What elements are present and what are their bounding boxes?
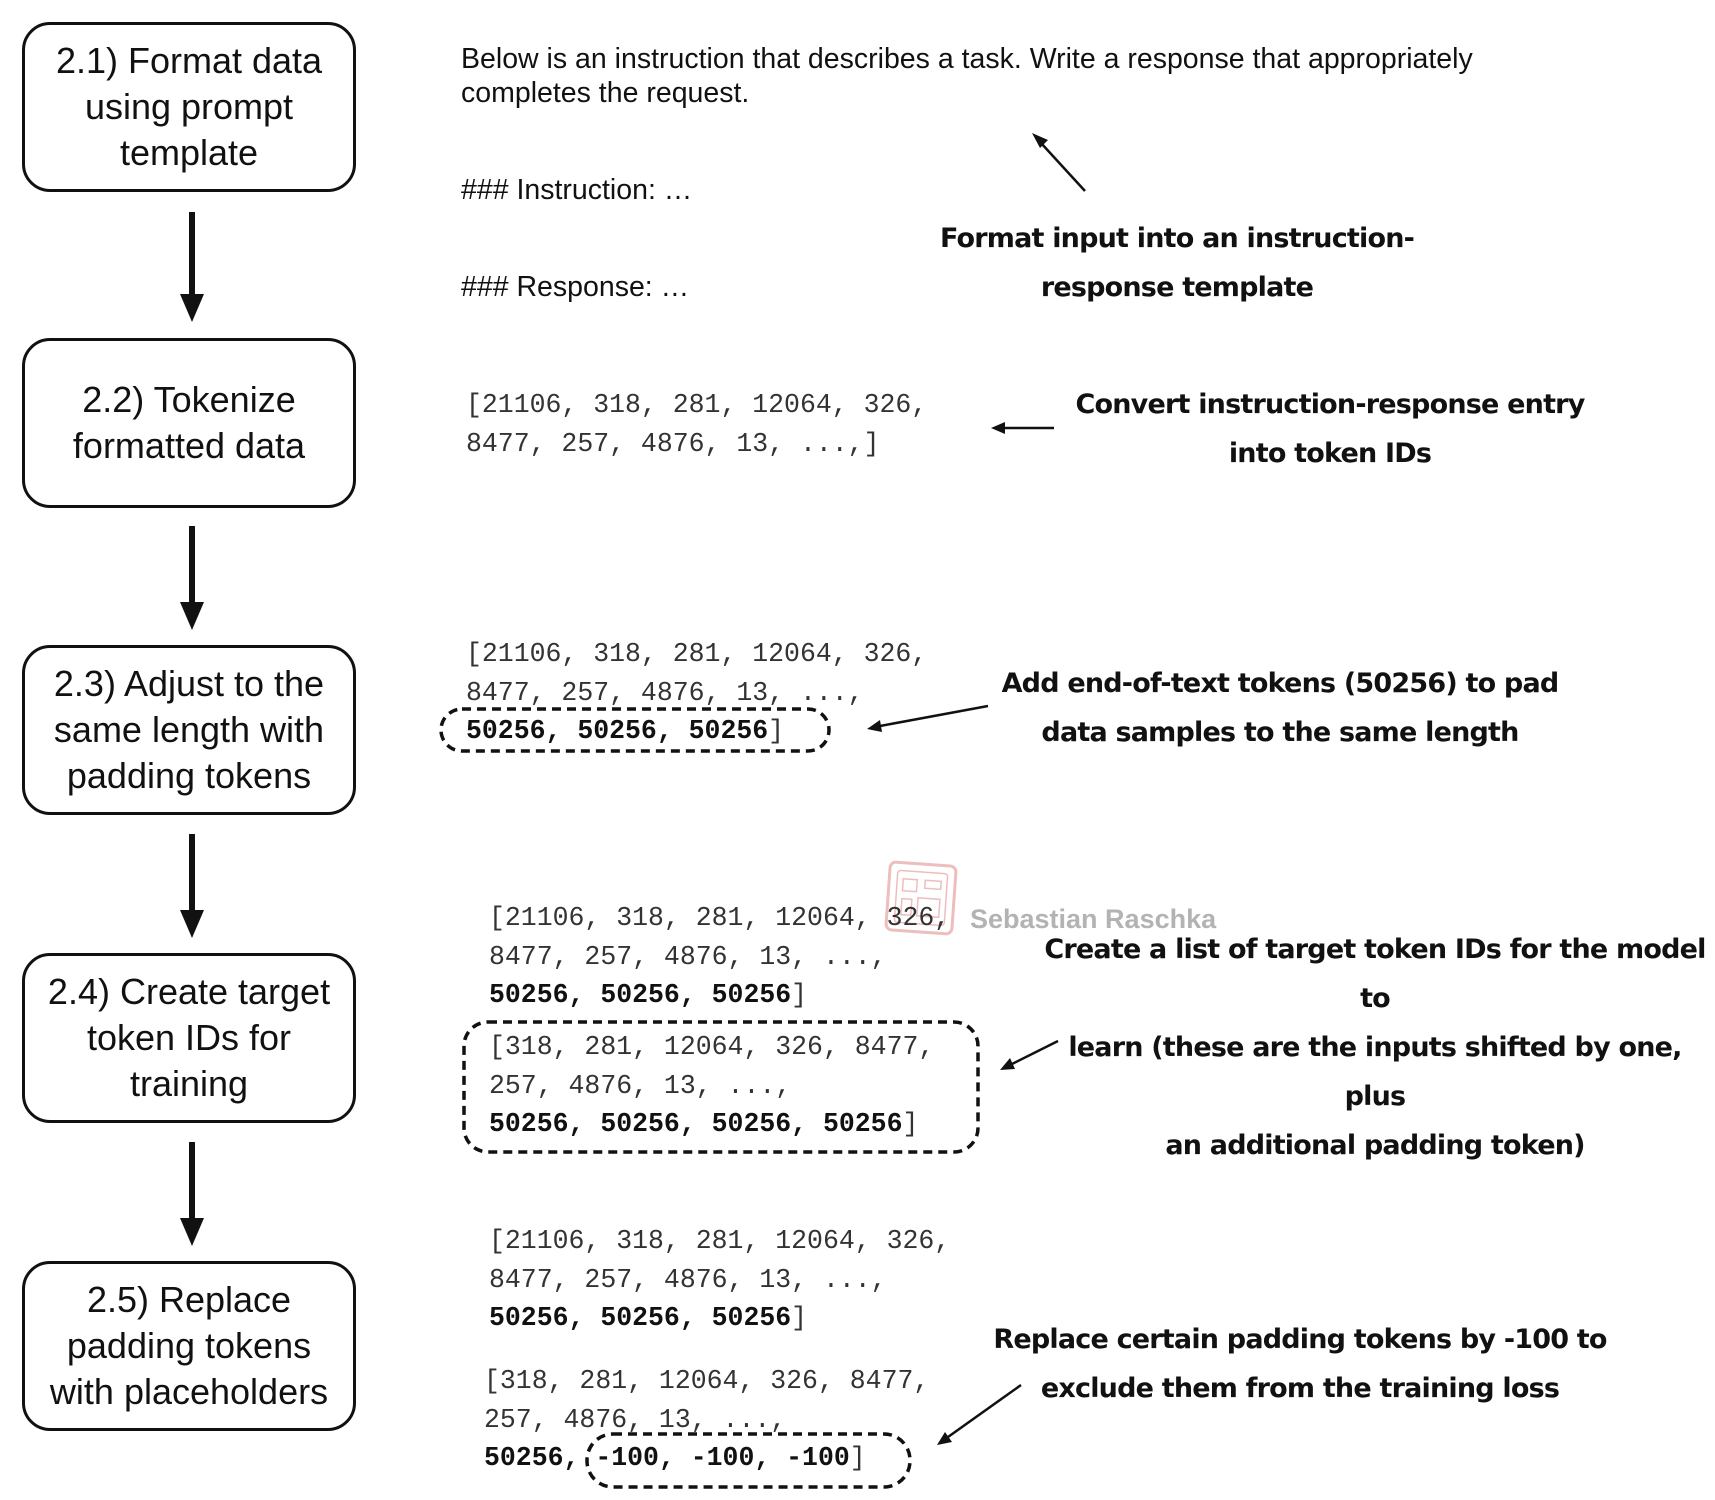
pointer-arrow-1 (1032, 133, 1086, 192)
step-box-pad: 2.3) Adjust to the same length with padd… (22, 645, 356, 815)
annotation-tokenize: Convert instruction-response entry into … (1075, 389, 1586, 469)
step-box-replace: 2.5) Replace padding tokens with placeho… (22, 1261, 356, 1431)
watermark-text: Sebastian Raschka (970, 904, 1217, 934)
template-instruction: ### Instruction: … (461, 174, 693, 206)
step-label: 2.5) Replace padding tokens with placeho… (49, 1279, 329, 1412)
annotation-pad: Add end-of-text tokens (50256) to pad da… (1001, 668, 1560, 748)
token-line: [318, 281, 12064, 326, 8477, (484, 1366, 930, 1396)
kept-padding-token: 50256, (484, 1443, 580, 1473)
token-line: 257, 4876, 13, ..., (484, 1404, 787, 1435)
pointer-arrow-3 (867, 704, 989, 732)
step-box-tokenize: 2.2) Tokenize formatted data (22, 338, 356, 508)
template-response: ### Response: … (461, 271, 690, 303)
token-line: 257, 4876, 13, ..., (489, 1070, 792, 1101)
flow-arrow-3 (180, 834, 204, 938)
token-line: 8477, 257, 4876, 13, ..., (489, 1264, 887, 1295)
token-line: [21106, 318, 281, 12064, 326, (466, 639, 928, 669)
flow-arrow-1 (180, 212, 204, 322)
input-token-ids-block: [21106, 318, 281, 12064, 326, 8477, 257,… (489, 899, 950, 1015)
padding-highlight-box (439, 707, 831, 753)
step-label: 2.4) Create target token IDs for trainin… (47, 971, 331, 1104)
token-line: [21106, 318, 281, 12064, 326, (489, 903, 951, 933)
annotation-targets: Create a list of target token IDs for th… (1044, 934, 1706, 1161)
token-line: 8477, 257, 4876, 13, ...,] (466, 428, 880, 459)
padding-tokens: 50256, 50256, 50256 (466, 716, 769, 746)
bracket-close: ] (791, 1303, 808, 1333)
step-box-format: 2.1) Format data using prompt template (22, 22, 356, 192)
token-ids-block: [21106, 318, 281, 12064, 326, 8477, 257,… (466, 386, 927, 463)
token-line: [21106, 318, 281, 12064, 326, (466, 390, 928, 420)
annotation-format: Format input into an instruction- respon… (939, 223, 1415, 303)
masked-tokens: -100, -100, -100 (595, 1443, 850, 1473)
step-label: 2.1) Format data using prompt template (55, 40, 323, 173)
targets-highlight-box (462, 1020, 980, 1154)
masked-tokens-highlight-box (585, 1432, 912, 1489)
step-box-targets: 2.4) Create target token IDs for trainin… (22, 953, 356, 1123)
token-line: 8477, 257, 4876, 13, ..., (466, 677, 864, 708)
token-line: 8477, 257, 4876, 13, ..., (489, 941, 887, 972)
bracket-close: ] (768, 716, 785, 746)
pointer-arrow-2 (991, 422, 1054, 434)
bracket-close: ] (849, 1443, 866, 1473)
template-intro-line-2: completes the request. (461, 77, 750, 109)
masked-target-token-ids-block: [318, 281, 12064, 326, 8477, 257, 4876, … (484, 1362, 929, 1478)
step-label: 2.2) Tokenize formatted data (72, 379, 306, 466)
pointer-arrow-5 (937, 1383, 1022, 1445)
padding-tokens: 50256, 50256, 50256 (489, 1303, 792, 1333)
template-intro-line-1: Below is an instruction that describes a… (461, 43, 1473, 75)
padding-tokens: 50256, 50256, 50256, 50256 (489, 1109, 903, 1139)
padded-token-ids-block: [21106, 318, 281, 12064, 326, 8477, 257,… (466, 635, 927, 751)
input-token-ids-block: [21106, 318, 281, 12064, 326, 8477, 257,… (489, 1222, 950, 1338)
padding-tokens: 50256, 50256, 50256 (489, 980, 792, 1010)
flow-arrow-4 (180, 1142, 204, 1246)
flow-arrow-2 (180, 526, 204, 630)
target-token-ids-block: [318, 281, 12064, 326, 8477, 257, 4876, … (489, 1028, 934, 1144)
token-line: [21106, 318, 281, 12064, 326, (489, 1226, 951, 1256)
step-label: 2.3) Adjust to the same length with padd… (53, 663, 325, 796)
pointer-arrow-4 (1000, 1039, 1059, 1070)
watermark-seal-icon (884, 860, 958, 936)
annotation-replace: Replace certain padding tokens by -100 t… (993, 1324, 1607, 1404)
token-line: [318, 281, 12064, 326, 8477, (489, 1032, 935, 1062)
bracket-close: ] (902, 1109, 919, 1139)
bracket-close: ] (791, 980, 808, 1010)
